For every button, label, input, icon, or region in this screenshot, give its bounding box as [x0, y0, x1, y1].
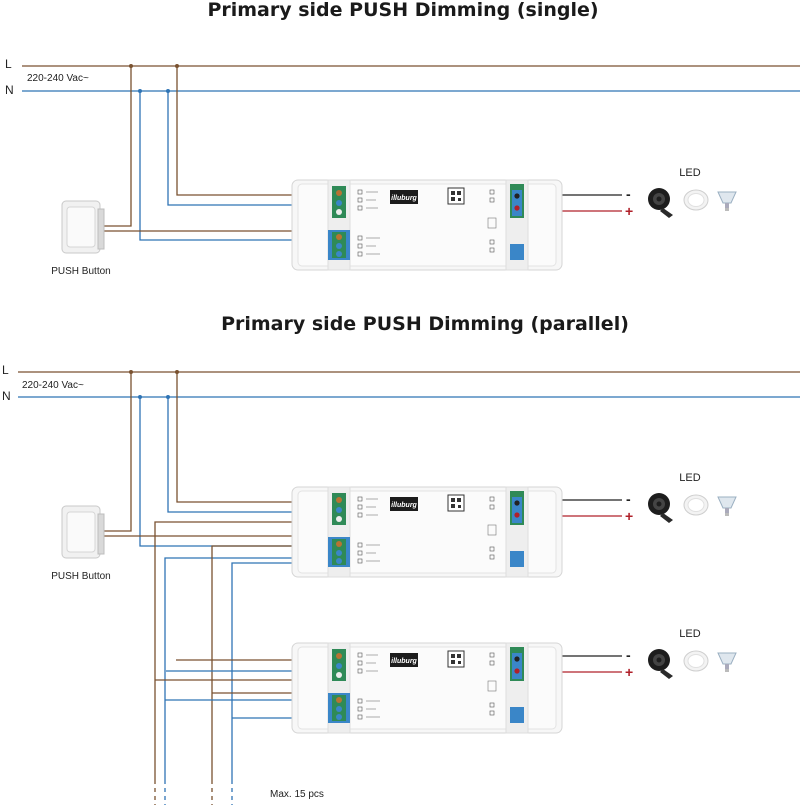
line-l-label: L — [5, 57, 12, 71]
downlight-icon — [683, 494, 709, 516]
plus-terminal-label: + — [625, 203, 633, 219]
voltage-label-2: 220-240 Vac~ — [22, 380, 84, 391]
spot-bulb-icon — [717, 652, 737, 673]
led-driver-2a: illuburg — [291, 486, 563, 578]
led-label-2a: LED — [679, 472, 700, 484]
led-driver-1: illuburg — [291, 179, 563, 271]
line-n-label-2: N — [2, 389, 11, 403]
minus-terminal-label: - — [626, 186, 631, 202]
spot-bulb-icon — [717, 496, 737, 517]
led-strip-icon — [648, 188, 673, 218]
plus-terminal-label-2b: + — [625, 664, 633, 680]
led-label-1: LED — [679, 167, 700, 179]
continuation-dashes — [154, 780, 233, 805]
led-strip-icon — [648, 493, 673, 523]
push-button-2 — [61, 505, 105, 559]
downlight-icon — [683, 189, 709, 211]
led-driver-2b: illuburg — [291, 642, 563, 734]
line-n-label: N — [5, 83, 14, 97]
push-button-1 — [61, 200, 105, 254]
led-strip-icon — [648, 649, 673, 679]
downlight-icon — [683, 650, 709, 672]
minus-terminal-label-2a: - — [626, 491, 631, 507]
push-button-label-1: PUSH Button — [51, 266, 110, 277]
voltage-label: 220-240 Vac~ — [27, 73, 89, 84]
driver-brand-2a: illuburg — [391, 502, 417, 509]
plus-terminal-label-2a: + — [625, 508, 633, 524]
led-label-2b: LED — [679, 628, 700, 640]
line-l-label-2: L — [2, 363, 9, 377]
section-1-title: Primary side PUSH Dimming (single) — [207, 0, 598, 21]
section-2-title: Primary side PUSH Dimming (parallel) — [221, 313, 629, 335]
max-units-note: Max. 15 pcs — [270, 789, 324, 800]
spot-bulb-icon — [717, 191, 737, 212]
wires-section-1 — [22, 65, 800, 241]
driver-brand-2b: illuburg — [391, 658, 417, 665]
minus-terminal-label-2b: - — [626, 647, 631, 663]
driver-brand: illuburg — [391, 195, 417, 202]
push-button-label-2: PUSH Button — [51, 571, 110, 582]
